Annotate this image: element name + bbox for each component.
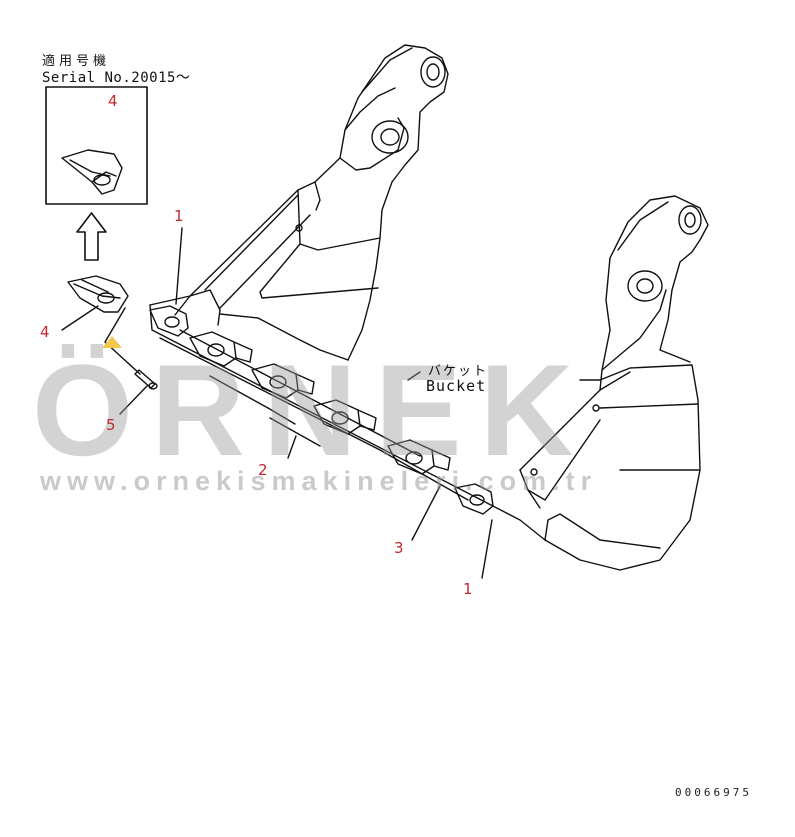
loose-tooth — [67, 275, 129, 313]
applicable-label: 適用号機 — [42, 54, 111, 69]
up-arrow — [76, 212, 107, 261]
callout-3: 3 — [394, 539, 404, 557]
bucket-label-en: Bucket — [426, 377, 487, 395]
drawing-code: 00066975 — [675, 786, 752, 799]
inset-frame — [45, 86, 148, 205]
bucket-label-jp: バケット — [428, 364, 489, 379]
serial-number: Serial No.20015～ — [42, 70, 191, 86]
watermark-brand: ÖRNEK — [32, 337, 592, 483]
callout-inset-4: 4 — [108, 92, 118, 110]
accent-mark — [102, 336, 122, 348]
teeth-row — [149, 305, 494, 515]
watermark-url: www.ornekismakineleri.com.tr — [40, 466, 598, 496]
callout-4: 4 — [40, 323, 50, 341]
callout-2: 2 — [258, 461, 268, 479]
right-side-plate — [519, 195, 709, 471]
left-boss — [371, 120, 409, 154]
callout-1-bottom: 1 — [463, 580, 473, 598]
cutting-edge — [149, 304, 546, 541]
bucket-floor — [544, 364, 701, 571]
inset-tooth — [61, 149, 123, 195]
right-boss — [627, 270, 663, 302]
callout-5: 5 — [106, 416, 116, 434]
callout-1-top: 1 — [174, 207, 184, 225]
left-side-plate — [149, 44, 449, 361]
